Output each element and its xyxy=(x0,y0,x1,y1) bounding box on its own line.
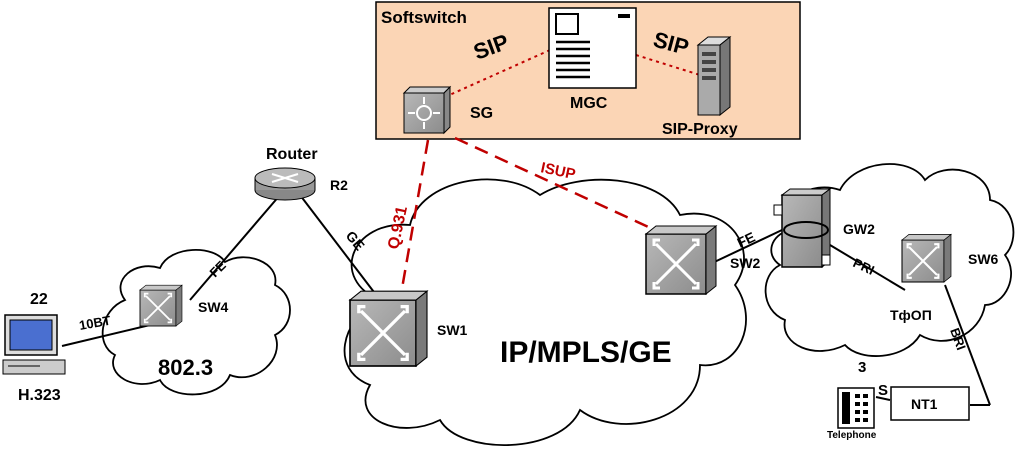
switch-sw2 xyxy=(644,224,718,296)
link-sw6-nt1 xyxy=(944,284,991,406)
ieee-label: 802.3 xyxy=(158,355,213,380)
isup-label: ISUP xyxy=(539,159,577,183)
sip-proxy-label: SIP-Proxy xyxy=(662,121,738,138)
gw2-label: GW2 xyxy=(843,221,875,237)
telephone-icon xyxy=(837,387,875,429)
telephone-label: Telephone xyxy=(827,430,877,441)
num22-label: 22 xyxy=(30,291,48,308)
link-phone-nt1 xyxy=(875,396,891,401)
sip-proxy-server xyxy=(696,35,732,117)
fe-gw-label: FE xyxy=(735,229,758,251)
sg-device xyxy=(402,85,452,135)
signal-isup xyxy=(454,136,669,238)
link-sw2-gw2 xyxy=(707,229,783,266)
switch-sw4 xyxy=(139,284,183,327)
mgc-server xyxy=(548,7,637,89)
signal-q931 xyxy=(398,139,430,301)
switch-sw1 xyxy=(348,289,429,368)
tenbt-label: 10BT xyxy=(78,313,112,333)
nt1-box xyxy=(890,386,970,421)
softswitch-title: Softswitch xyxy=(381,8,467,27)
link-sw4-router xyxy=(189,194,281,301)
link-pc-sw4 xyxy=(61,324,151,347)
h323-label: H.323 xyxy=(18,387,61,404)
mgc-label: MGC xyxy=(570,95,608,112)
ipmpls-label: IP/MPLS/GE xyxy=(500,336,672,369)
bri-label: BRI xyxy=(947,326,969,352)
tfop-label: ТфОП xyxy=(890,307,932,323)
sw4-label: SW4 xyxy=(198,299,229,315)
link-gw2-sw6 xyxy=(829,244,906,291)
signal-sip-left xyxy=(444,49,551,98)
num3-label: 3 xyxy=(858,359,866,376)
sg-label: SG xyxy=(470,105,493,122)
nt1-label: NT1 xyxy=(911,396,938,412)
pc-terminal xyxy=(2,314,66,375)
router-label: Router xyxy=(266,146,318,163)
s-label: S xyxy=(878,382,888,399)
gateway-gw2 xyxy=(773,188,832,268)
r2-label: R2 xyxy=(330,177,348,193)
sw2-label: SW2 xyxy=(730,255,761,271)
sw1-label: SW1 xyxy=(437,322,468,338)
router-r2 xyxy=(254,167,316,201)
sw6-label: SW6 xyxy=(968,251,999,267)
switch-sw6 xyxy=(900,233,953,284)
link-router-sw1 xyxy=(299,194,381,301)
